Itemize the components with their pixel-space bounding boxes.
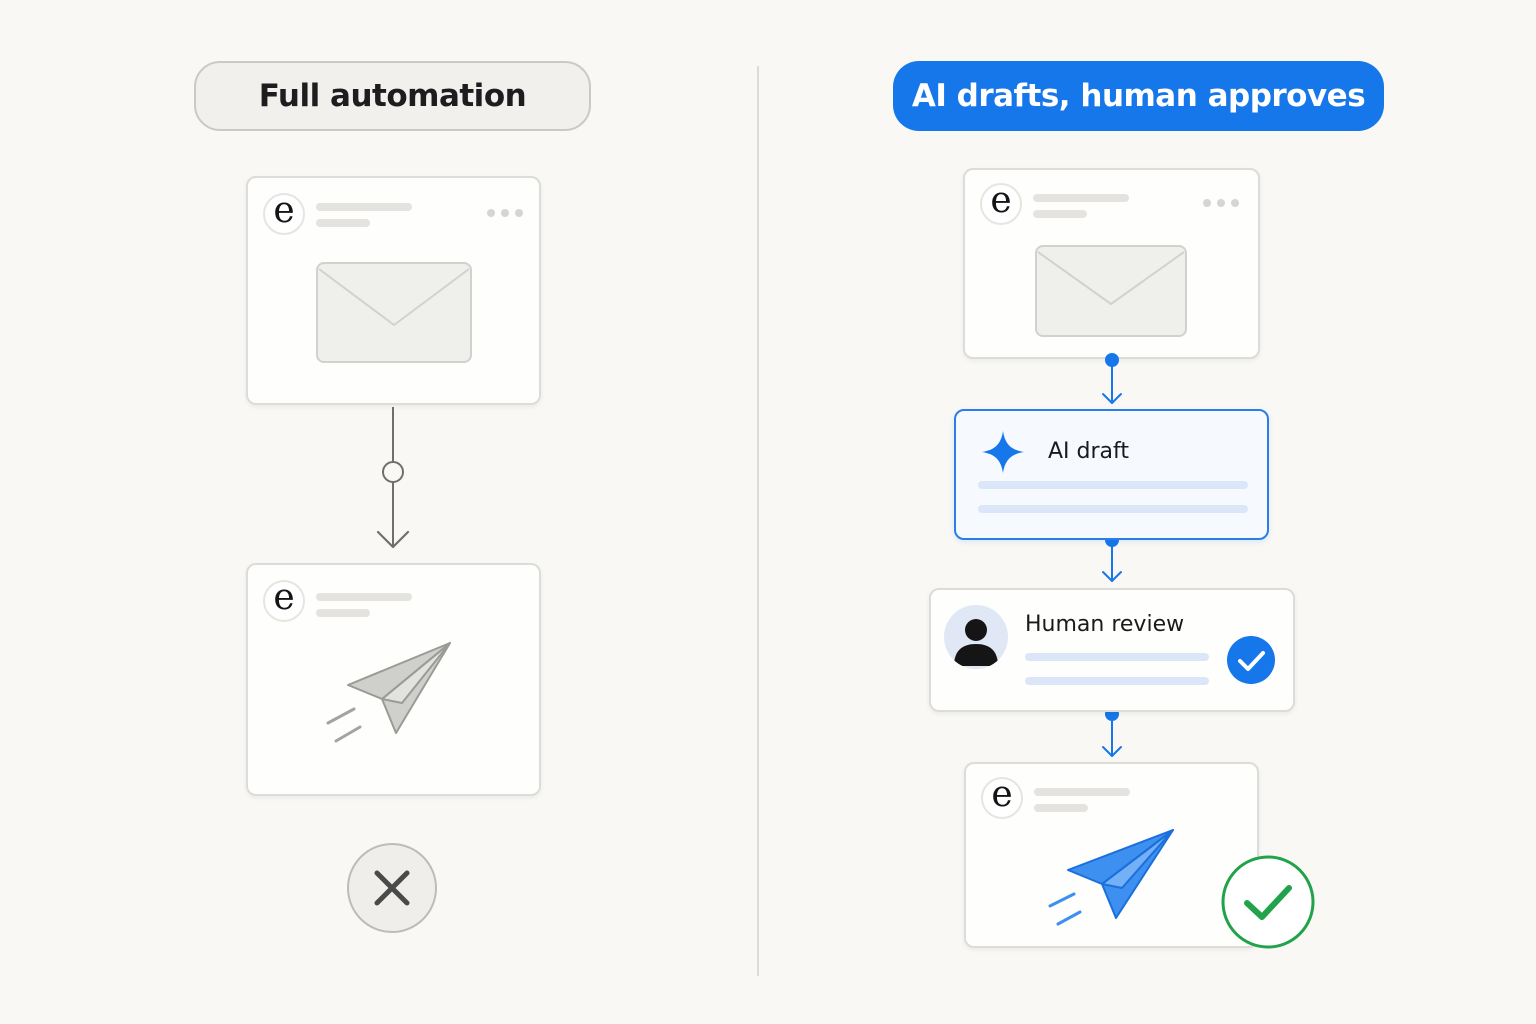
check-circle-icon [1221, 855, 1315, 949]
envelope-icon [1035, 245, 1187, 337]
brand-logo: e [263, 193, 305, 235]
brand-logo: e [981, 777, 1023, 819]
review-line [1025, 677, 1209, 685]
placeholder-line [316, 609, 370, 617]
incoming-email-card: e [963, 168, 1260, 359]
human-review-label: Human review [1025, 612, 1185, 637]
checkmark-icon [1227, 636, 1275, 684]
approved-send-card: e [964, 762, 1259, 948]
incoming-email-card: e [246, 176, 541, 405]
panel-divider [757, 66, 759, 976]
ai-draft-card: AI draft [954, 409, 1269, 540]
brand-letter: e [273, 190, 295, 231]
placeholder-line [316, 593, 412, 601]
placeholder-line [1034, 788, 1130, 796]
placeholder-line [1033, 194, 1129, 202]
ai-drafts-human-approves-title: AI drafts, human approves [893, 61, 1384, 131]
brand-logo: e [980, 183, 1022, 225]
more-options-icon [1203, 199, 1239, 207]
placeholder-line [1033, 210, 1087, 218]
brand-letter: e [990, 180, 1012, 221]
human-review-card: Human review [929, 588, 1295, 712]
x-icon [347, 843, 437, 933]
placeholder-line [1034, 804, 1088, 812]
person-icon [944, 605, 1008, 669]
ai-draft-label: AI draft [1048, 439, 1130, 464]
paper-plane-icon [1048, 829, 1174, 926]
placeholder-line [316, 219, 370, 227]
more-options-icon [487, 209, 523, 217]
review-line [1025, 653, 1209, 661]
full-automation-title: Full automation [194, 61, 591, 131]
brand-letter: e [991, 774, 1013, 815]
paper-plane-icon [326, 642, 451, 743]
draft-line [978, 481, 1248, 489]
draft-line [978, 505, 1248, 513]
envelope-icon [316, 262, 472, 363]
placeholder-line [316, 203, 412, 211]
sparkle-icon [982, 431, 1024, 473]
brand-logo: e [263, 580, 305, 622]
auto-send-card: e [246, 563, 541, 796]
brand-letter: e [273, 577, 295, 618]
